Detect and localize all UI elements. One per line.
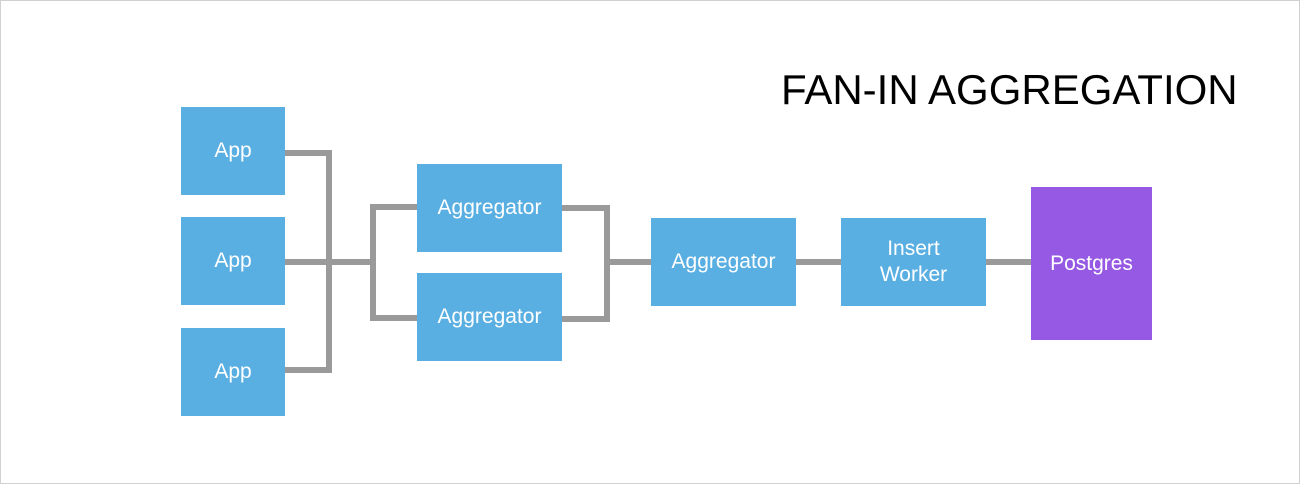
insert-worker-label: Insert Worker — [879, 237, 948, 286]
app-node-label: App — [214, 249, 252, 272]
connector-app-1 — [285, 150, 332, 262]
app-node-label: App — [214, 139, 252, 162]
aggregator-node-label: Aggregator — [437, 196, 542, 219]
diagram-title: FAN-IN AGGREGATION — [781, 66, 1238, 113]
app-node: App — [181, 328, 285, 416]
aggregator-node-label: Aggregator — [437, 305, 542, 328]
postgres-node: Postgres — [1031, 187, 1152, 340]
aggregator-node-top: Aggregator — [417, 164, 562, 252]
connector-to-aggregator-top — [370, 204, 417, 321]
insert-worker-node: Insert Worker — [841, 218, 986, 306]
app-node: App — [181, 107, 285, 195]
postgres-label: Postgres — [1050, 251, 1133, 275]
aggregator-node-bottom: Aggregator — [417, 273, 562, 361]
app-node-label: App — [214, 360, 252, 383]
aggregator-node-final: Aggregator — [651, 218, 796, 306]
app-node: App — [181, 217, 285, 305]
connector-app-3 — [285, 262, 332, 373]
connector-from-aggregator-top — [562, 205, 610, 322]
aggregator-node-label: Aggregator — [671, 250, 776, 273]
